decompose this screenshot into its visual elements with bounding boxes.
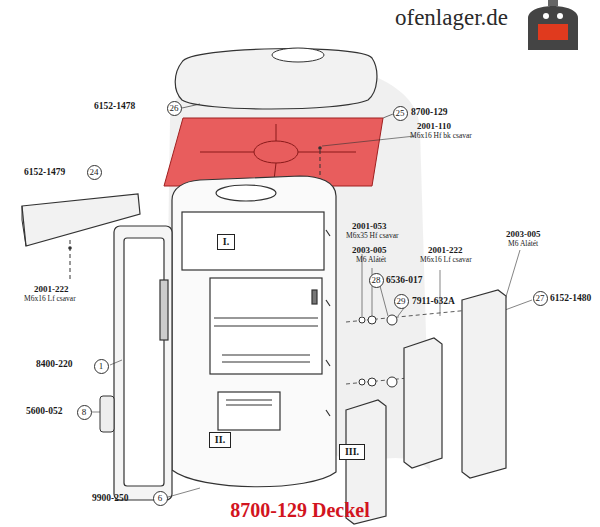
callout-number: 6 — [158, 494, 163, 503]
callout-circle: 8 — [77, 405, 92, 420]
callout-circle: 24 — [87, 165, 102, 180]
callout-circle: 29 — [394, 294, 409, 309]
part-number: 2003-005 — [506, 230, 541, 239]
logo-mascot — [528, 0, 578, 50]
part-number: 8700-129 — [411, 108, 447, 118]
part-number: 9900-250 — [92, 494, 128, 504]
top-cover — [175, 49, 377, 109]
lid-plate — [164, 118, 383, 186]
part-number: M6 Alátét — [356, 256, 386, 264]
callout-number: 29 — [397, 297, 406, 306]
part-number: 5600-052 — [26, 407, 62, 417]
title: 8700-129 Deckel — [0, 499, 600, 522]
callout-number: 24 — [90, 168, 99, 177]
part-number: 6152-1479 — [24, 168, 65, 178]
part-number: 2001-110 — [417, 122, 451, 131]
callout-number: 27 — [536, 294, 545, 303]
part-number: 2003-005 — [352, 246, 387, 255]
callout-number: 8 — [82, 408, 87, 417]
callout-number: 1 — [99, 362, 104, 371]
stove-body — [172, 176, 336, 487]
title-text: 8700-129 Deckel — [230, 499, 369, 521]
door — [114, 226, 172, 500]
side-stones — [346, 290, 506, 524]
callout-circle: 28 — [369, 273, 384, 288]
section-box: I. — [217, 234, 235, 250]
section-mark: II. — [215, 435, 225, 445]
part-number: M6x35 Hf csavar — [346, 232, 399, 240]
callout-circle: 25 — [393, 106, 408, 121]
part-number: 8400-220 — [36, 360, 72, 370]
part-number: 7911-632A — [412, 297, 455, 307]
section-box: II. — [209, 432, 231, 448]
section-mark: I. — [223, 237, 229, 247]
callout-circle: 26 — [167, 101, 182, 116]
part-number: 6152-1478 — [94, 102, 135, 112]
part-number: 2001-053 — [352, 222, 387, 231]
callout-number: 25 — [396, 109, 405, 118]
section-mark: III. — [345, 447, 359, 457]
part-number: 2001-222 — [428, 246, 463, 255]
part-number: 6536-017 — [386, 276, 422, 286]
part-number: 6152-1480 — [550, 294, 591, 304]
side-stone — [22, 194, 140, 246]
logo-text: ofenlager.de — [395, 6, 508, 30]
callout-circle: 27 — [533, 291, 548, 306]
callout-circle: 1 — [94, 359, 109, 374]
section-box: III. — [339, 444, 365, 460]
part-number: M6 Alátét — [508, 240, 538, 248]
callout-number: 26 — [170, 104, 179, 113]
handle — [100, 396, 114, 432]
part-number: 2001-222 — [34, 285, 69, 294]
callout-circle: 6 — [153, 491, 168, 506]
part-number: M6x16 Hf bk csavar — [410, 132, 472, 140]
callout-number: 28 — [372, 276, 381, 285]
part-number: M6x16 Lf csavar — [24, 295, 76, 303]
part-number: M6x16 Lf csavar — [420, 256, 472, 264]
